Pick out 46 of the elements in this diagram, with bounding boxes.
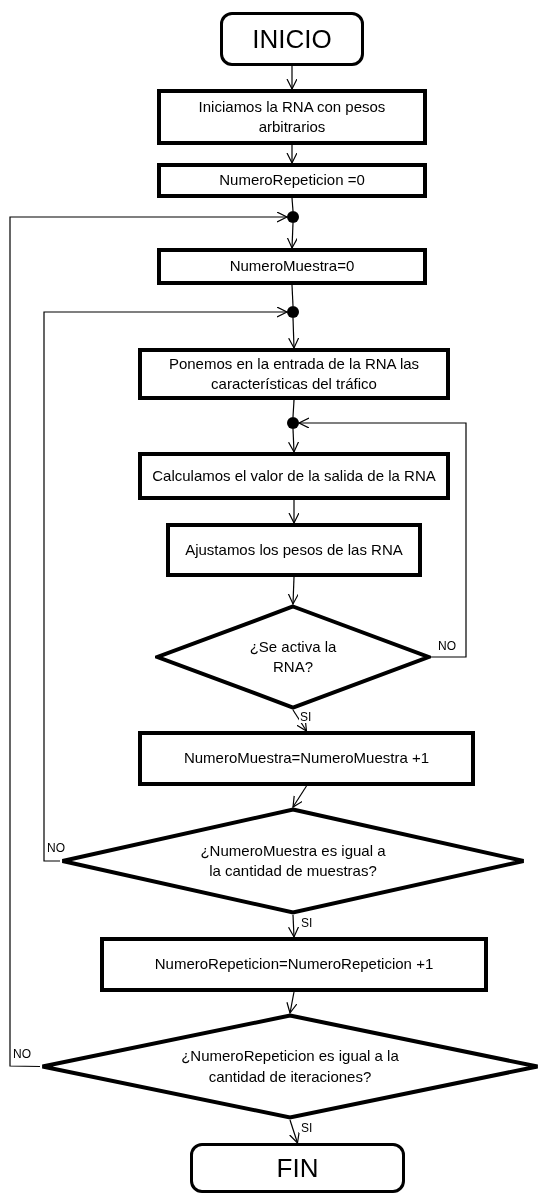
edge-label: SI — [299, 711, 313, 723]
process-box — [157, 89, 427, 145]
arrow — [286, 991, 298, 1014]
terminal-label: FIN — [276, 1155, 319, 1181]
arrow — [286, 144, 298, 164]
arrow — [287, 914, 300, 938]
box-text: Ajustamos los pesos de las RNA — [185, 539, 403, 560]
process-box — [138, 348, 450, 400]
box-text: NumeroMuestra=0 — [229, 256, 355, 277]
arrow — [43, 306, 288, 862]
process-box — [138, 452, 450, 500]
box-text: Calculamos el valor de la salida de la RNA — [152, 465, 436, 486]
box-text: ¿Se activa la RNA? — [248, 636, 338, 677]
process-box — [166, 523, 422, 577]
edge-label: NO — [437, 640, 457, 652]
decision-diamond — [40, 1013, 540, 1120]
arrow — [292, 785, 308, 808]
edge-label: SI — [300, 917, 314, 929]
arrow — [292, 709, 308, 732]
box-text: NumeroRepeticion=NumeroRepeticion +1 — [154, 954, 434, 975]
box-text: NumeroMuestra=NumeroMuestra +1 — [183, 748, 430, 769]
terminal-box — [220, 12, 364, 66]
terminal-label: INICIO — [252, 26, 332, 52]
arrow — [288, 499, 300, 524]
arrow — [286, 65, 298, 90]
edge-label: SI — [300, 1122, 314, 1134]
edge-label: NO — [12, 1048, 32, 1060]
box-text: ¿NumeroRepeticion es igual a la cantidad de iteraciones? — [180, 1046, 400, 1087]
box-text: ¿NumeroMuestra es igual a la cantidad de muestras? — [199, 840, 387, 881]
terminal-box — [190, 1143, 405, 1193]
arrow — [289, 1119, 300, 1144]
arrow — [286, 222, 298, 249]
arrow — [298, 417, 467, 658]
arrow — [9, 211, 288, 1068]
box-text: Iniciamos la RNA con pesos arbitrarios — [197, 96, 387, 137]
arrow — [287, 576, 299, 605]
edge-label: NO — [46, 842, 66, 854]
process-box — [157, 163, 427, 198]
process-box — [100, 937, 488, 992]
arrow — [288, 317, 300, 349]
box-text: NumeroRepeticion =0 — [219, 170, 365, 191]
arrow — [287, 428, 300, 453]
decision-diamond — [155, 604, 431, 710]
process-box — [138, 731, 475, 786]
process-box — [157, 248, 427, 285]
box-text: Ponemos en la entrada de la RNA las características del tráfico — [167, 353, 421, 394]
